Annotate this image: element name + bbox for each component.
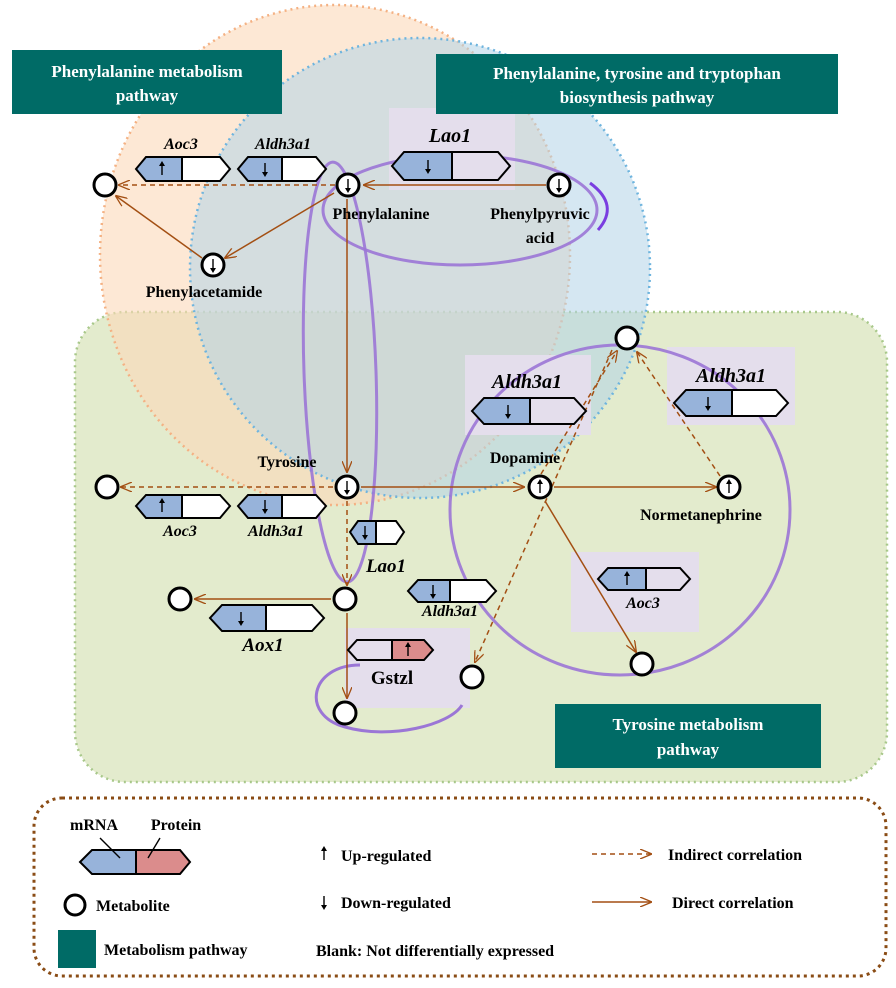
- legend-indirect-label: Indirect correlation: [668, 847, 802, 864]
- arrow-dopamine-to-bottom-metabolite: [544, 500, 636, 652]
- tyr-metabolism-label-box: [555, 704, 821, 768]
- legend-direct-label: Direct correlation: [672, 895, 794, 912]
- label-phenylacetamide: Phenylacetamide: [146, 284, 262, 301]
- gene-aldh3a1-top: [236, 156, 328, 182]
- legend-down-label: Down-regulated: [341, 895, 451, 912]
- legend-pathway-swatch: [58, 930, 96, 968]
- label-tyrosine: Tyrosine: [258, 454, 317, 471]
- gene-aoc3-mid: [134, 494, 232, 519]
- legend-metabolite-label: Metabolite: [96, 898, 170, 915]
- arrow-top-metabolite-to-gstzl-metabolite: [475, 349, 613, 662]
- metabolite-gstzl-target: [459, 664, 485, 690]
- legend-pathway-label: Metabolism pathway: [104, 942, 248, 959]
- phe-tyr-trp-label-line1: Phenylalanine, tyrosine and tryptophan: [493, 64, 781, 83]
- metabolite-nodes: [92, 172, 742, 726]
- gene-lao1-lower: [348, 520, 406, 545]
- label-phenylpyruvic-line2: acid: [526, 230, 555, 247]
- legend-mrna-label: mRNA: [70, 817, 118, 834]
- legend-up-label: Up-regulated: [341, 848, 431, 865]
- legend-box: [32, 796, 888, 978]
- phe-tyr-trp-label-line2: biosynthesis pathway: [560, 88, 715, 107]
- gene-aoc3-mid-label: Aoc3: [162, 523, 197, 540]
- legend-metabolite-icon: [63, 893, 87, 917]
- gene-aldh3a1-mid-label: Aldh3a1: [247, 523, 304, 540]
- gene-aoc3-right: [596, 567, 692, 591]
- legend-protein-label: Protein: [151, 817, 201, 834]
- gene-aldh3a1-lower: [406, 579, 498, 603]
- gene-aoc3-top-label: Aoc3: [163, 136, 198, 153]
- gene-lao1-lower-label: Lao1: [365, 556, 406, 577]
- metabolite-gstzl-product: [332, 700, 358, 726]
- label-dopamine: Dopamine: [490, 450, 560, 467]
- legend-blank-label: Blank: Not differentially expressed: [316, 943, 554, 960]
- arrow-phenylacetamide-to-metabolite: [116, 196, 203, 259]
- gstzl-loop: [314, 663, 464, 734]
- metabolite-tyr-product-left: [94, 474, 120, 500]
- label-phenylalanine: Phenylalanine: [333, 206, 430, 223]
- metabolite-aox1-product: [167, 586, 193, 612]
- lao1-top-loop-tail: [589, 181, 609, 231]
- arrow-phenylalanine-to-phenylacetamide: [225, 192, 335, 258]
- gene-lao1-top: [390, 151, 512, 181]
- gene-gstzl-label: Gstzl: [371, 668, 413, 689]
- label-normetanephrine: Normetanephrine: [640, 507, 762, 524]
- gene-aoc3-right-label: Aoc3: [625, 595, 660, 612]
- phe-tyr-trp-label-box: [436, 54, 838, 114]
- gene-aox1: [208, 604, 326, 632]
- gene-aldh3a1-center: [470, 397, 588, 425]
- metabolite-dopamine-product: [629, 651, 655, 677]
- phe-metabolism-label-box: [12, 50, 282, 114]
- metabolite-top-right: [614, 325, 640, 351]
- label-phenylpyruvic-line1: Phenylpyruvic: [490, 206, 590, 223]
- gene-aldh3a1-center-label: Aldh3a1: [490, 371, 562, 393]
- phe-metabolism-label-cont: pathway: [116, 86, 179, 105]
- tyr-metabolism-label-line2: pathway: [657, 740, 720, 759]
- legend-gene-glyph: [78, 837, 192, 875]
- pathway-arrows: [116, 185, 721, 698]
- tyr-metabolism-label-line1: Tyrosine metabolism: [613, 715, 764, 734]
- gene-aldh3a1-top-label: Aldh3a1: [254, 136, 311, 153]
- metabolite-intermediate: [332, 586, 358, 612]
- gene-aldh3a1-right: [672, 389, 790, 417]
- gene-aldh3a1-right-label: Aldh3a1: [694, 365, 766, 387]
- gene-lao1-top-label: Lao1: [428, 125, 471, 147]
- phe-metabolism-label: Phenylalanine metabolism: [51, 62, 242, 81]
- arrow-normetanephrine-to-top-metabolite: [637, 352, 721, 477]
- metabolite-phe-product-left: [92, 172, 118, 198]
- aoc3-right-box: [571, 552, 699, 632]
- gene-aldh3a1-mid: [236, 494, 328, 519]
- gene-aox1-label: Aox1: [241, 635, 283, 656]
- gene-aldh3a1-lower-label: Aldh3a1: [421, 603, 478, 620]
- gene-gstzl: [346, 639, 435, 661]
- gene-aoc3-top: [134, 156, 232, 182]
